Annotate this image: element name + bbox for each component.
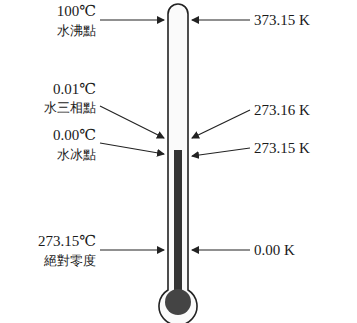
- point-name: 水沸點: [57, 22, 96, 40]
- leader-arrow: [100, 249, 164, 250]
- leader-arrow: [192, 110, 250, 138]
- temperature-kelvin: 273.16 K: [254, 101, 310, 119]
- temperature-kelvin: 273.15 K: [254, 139, 310, 157]
- mercury-bulb: [165, 289, 191, 315]
- temperature-celsius: 100℃: [57, 2, 96, 20]
- point-name: 水三相點: [44, 99, 96, 117]
- temperature-kelvin: 373.15 K: [254, 11, 310, 29]
- leader-arrow: [192, 19, 250, 20]
- temperature-celsius: 0.01℃: [53, 80, 96, 98]
- temperature-kelvin: 0.00 K: [254, 241, 295, 259]
- temperature-celsius: 0.00℃: [53, 126, 96, 144]
- mercury-column: [174, 150, 182, 300]
- leader-arrow: [100, 143, 164, 154]
- point-name: 水冰點: [57, 146, 96, 164]
- thermometer-outline: [159, 4, 197, 323]
- temperature-celsius: 273.15℃: [38, 232, 96, 250]
- point-name: 絕對零度: [44, 252, 96, 270]
- leader-arrow: [100, 19, 164, 20]
- leader-arrow: [192, 148, 250, 156]
- leader-arrow: [192, 249, 250, 250]
- leader-arrow: [100, 106, 164, 138]
